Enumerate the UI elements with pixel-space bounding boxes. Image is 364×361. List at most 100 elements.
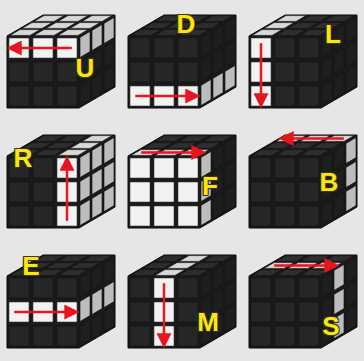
sticker: [33, 182, 53, 202]
sticker: [130, 302, 150, 322]
sticker: [9, 182, 29, 202]
sticker: [275, 302, 295, 322]
sticker: [275, 326, 295, 346]
sticker: [225, 282, 235, 308]
sticker: [57, 86, 77, 106]
sticker: [300, 150, 330, 156]
sticker: [58, 150, 88, 156]
move-letter: F: [202, 173, 218, 199]
sticker: [225, 42, 235, 68]
sticker: [299, 158, 319, 178]
sticker: [346, 18, 356, 44]
sticker: [130, 278, 150, 298]
sticker: [178, 182, 198, 202]
sticker: [57, 326, 77, 346]
sticker: [130, 62, 150, 82]
sticker: [191, 263, 221, 269]
turn-arrow: [66, 163, 69, 221]
move-letter: S: [322, 313, 339, 339]
sticker: [299, 86, 319, 106]
sticker: [130, 326, 150, 346]
sticker: [251, 302, 271, 322]
sticker: [58, 30, 88, 36]
sticker: [334, 73, 344, 99]
sticker: [213, 49, 223, 75]
sticker: [312, 143, 342, 149]
sticker: [346, 282, 356, 308]
cube-body: [128, 255, 236, 348]
sticker: [104, 282, 114, 308]
sticker: [201, 56, 211, 82]
sticker: [346, 306, 356, 332]
sticker: [82, 136, 112, 142]
sticker: [58, 270, 88, 276]
sticker: [92, 289, 102, 315]
sticker: [130, 38, 150, 58]
sticker: [191, 143, 221, 149]
sticker: [346, 138, 356, 164]
sticker: [346, 186, 356, 212]
sticker: [70, 263, 100, 269]
sticker: [70, 23, 100, 29]
sticker: [225, 18, 235, 44]
sticker: [299, 206, 319, 226]
turn-arrow: [14, 47, 72, 50]
sticker: [130, 158, 150, 178]
sticker: [9, 62, 29, 82]
cube-body: [7, 15, 115, 108]
sticker: [203, 16, 233, 22]
sticker: [92, 25, 102, 51]
sticker: [225, 186, 235, 212]
cube-body: [7, 135, 115, 228]
sticker: [178, 62, 198, 82]
sticker: [299, 182, 319, 202]
sticker: [179, 270, 209, 276]
sticker: [9, 326, 29, 346]
sticker: [178, 326, 198, 346]
sticker: [275, 278, 295, 298]
sticker: [225, 66, 235, 92]
sticker: [154, 62, 174, 82]
sticker: [346, 162, 356, 188]
turn-arrow: [141, 151, 199, 154]
sticker: [322, 272, 332, 298]
sticker: [275, 158, 295, 178]
sticker: [104, 138, 114, 164]
sticker: [178, 302, 198, 322]
move-letter: L: [325, 21, 341, 47]
sticker: [178, 206, 198, 226]
sticker: [130, 182, 150, 202]
sticker: [104, 42, 114, 68]
cube-body: [249, 255, 357, 348]
sticker: [9, 278, 29, 298]
sticker: [80, 200, 90, 226]
sticker: [201, 200, 211, 226]
sticker: [324, 256, 354, 262]
move-letter: E: [22, 253, 39, 279]
turn-arrow: [274, 264, 332, 267]
sticker: [104, 66, 114, 92]
sticker: [299, 278, 319, 298]
sticker: [154, 158, 174, 178]
sticker: [57, 62, 77, 82]
sticker: [80, 80, 90, 106]
sticker: [225, 258, 235, 284]
sticker: [80, 296, 90, 322]
sticker: [33, 86, 53, 106]
sticker: [33, 278, 53, 298]
sticker: [201, 32, 211, 58]
sticker: [251, 158, 271, 178]
sticker: [201, 272, 211, 298]
move-letter: M: [197, 309, 219, 335]
turn-arrow: [286, 137, 344, 140]
move-letter: R: [14, 145, 33, 171]
sticker: [92, 169, 102, 195]
sticker: [299, 326, 319, 346]
sticker: [346, 42, 356, 68]
turn-arrow: [135, 95, 193, 98]
sticker: [275, 38, 295, 58]
sticker: [275, 86, 295, 106]
cube-body: [128, 135, 236, 228]
sticker: [178, 278, 198, 298]
move-letter: B: [320, 169, 339, 195]
